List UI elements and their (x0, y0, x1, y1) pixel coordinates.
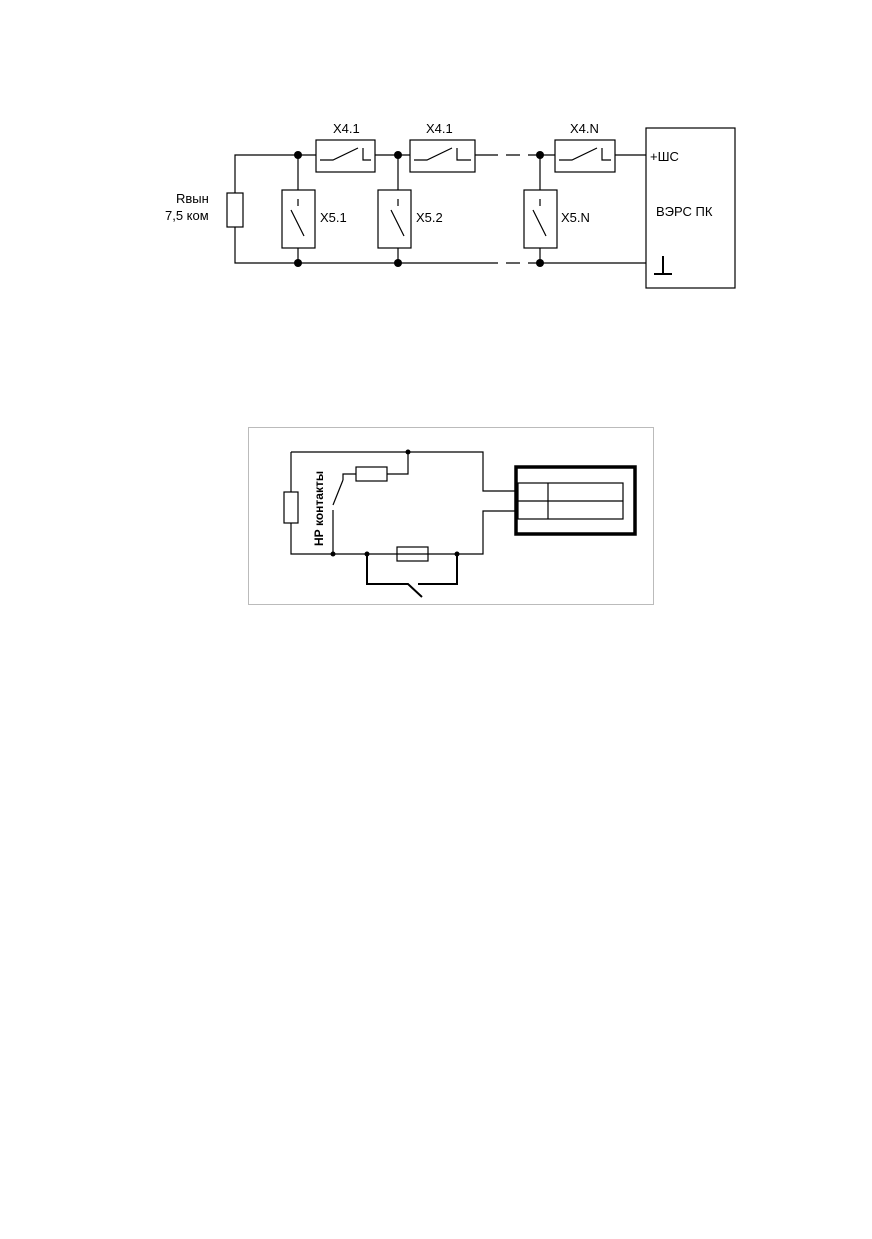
resistor-value: 7,5 ком (165, 208, 209, 223)
svg-text:X4.1: X4.1 (333, 121, 360, 136)
svg-text:X5.2: X5.2 (416, 210, 443, 225)
svg-text:X4.1: X4.1 (426, 121, 453, 136)
svg-text:X5.N: X5.N (561, 210, 590, 225)
junction-dots (294, 151, 544, 267)
series-resistor (355, 466, 388, 482)
device-label: ВЭРС ПК (656, 204, 713, 219)
device-block (514, 465, 637, 536)
parallel-contact-1: X5.1 (281, 155, 347, 263)
bottom-resistor (396, 546, 429, 562)
nc-switch (366, 554, 458, 598)
parallel-contact-n: X5.N (523, 155, 590, 263)
diagram-2-frame (248, 427, 654, 605)
contact-branch (332, 452, 409, 554)
external-resistor (226, 192, 244, 228)
resistor-wire (234, 154, 298, 264)
diagram-1: Rвын 7,5 ком X4.1 X4.1 X4.N (165, 121, 736, 289)
diagram-2: НР контакты (248, 427, 654, 605)
series-contact-n: X4.N (554, 121, 616, 173)
device-box: +ШС ВЭРС ПК (645, 127, 736, 289)
top-wire (291, 451, 516, 492)
terminal-plus: +ШС (650, 149, 679, 164)
diagram-2-dots (330, 449, 460, 557)
no-contacts-label: НР контакты (312, 471, 326, 546)
no-contact-blade (332, 479, 344, 506)
series-contact-2: X4.1 (409, 121, 476, 173)
loop-resistor (283, 491, 299, 524)
svg-text:X4.N: X4.N (570, 121, 599, 136)
parallel-contact-2: X5.2 (377, 155, 443, 263)
resistor-name: Rвын (176, 191, 209, 206)
left-bottom-wire (290, 452, 516, 555)
series-contact-1: X4.1 (315, 121, 376, 173)
svg-text:X5.1: X5.1 (320, 210, 347, 225)
ground-symbol (654, 256, 672, 275)
